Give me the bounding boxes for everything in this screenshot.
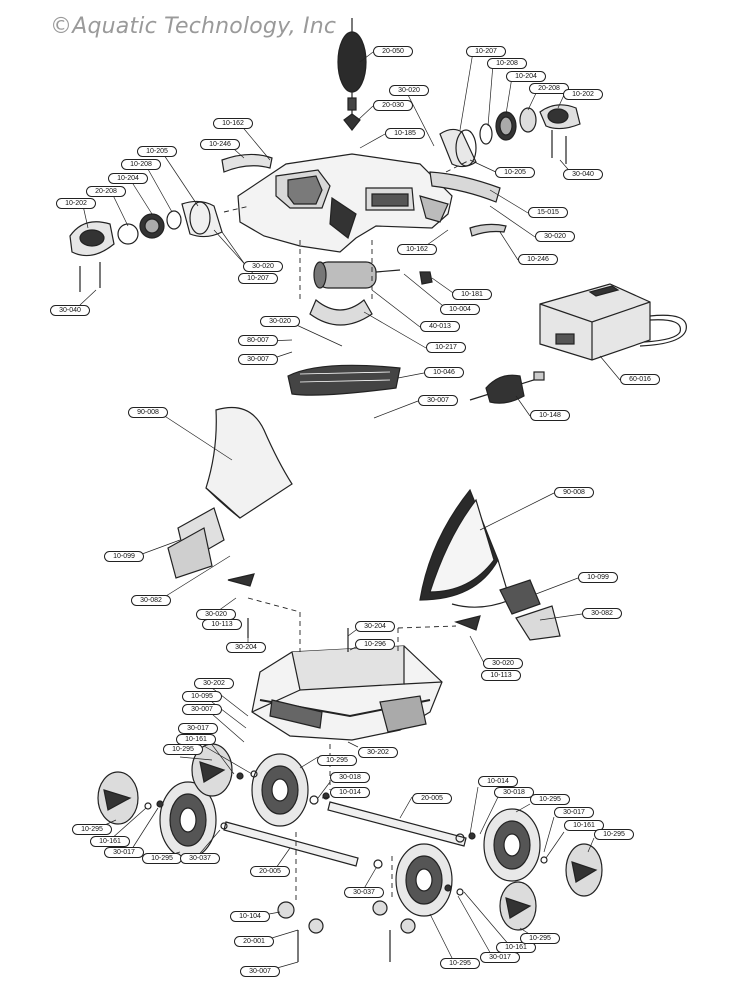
part-callout[interactable]: 10-204 [108, 173, 148, 184]
part-callout[interactable]: 10-162 [213, 118, 253, 129]
part-callout[interactable]: 10-161 [564, 820, 604, 831]
impeller-part [469, 371, 545, 404]
part-callout[interactable]: 10-295 [594, 829, 634, 840]
wheel-parts [97, 743, 603, 931]
copyright-watermark: ©Aquatic Technology, Inc [50, 14, 337, 39]
part-callout[interactable]: 10-295 [163, 744, 203, 755]
part-callout[interactable]: 10-181 [452, 289, 492, 300]
part-callout[interactable]: 30-017 [104, 847, 144, 858]
part-callout[interactable]: 10-205 [495, 167, 535, 178]
part-callout[interactable]: 20-030 [373, 100, 413, 111]
part-callout[interactable]: 10-099 [104, 551, 144, 562]
part-callout[interactable]: 10-246 [518, 254, 558, 265]
part-callout[interactable]: 30-020 [260, 316, 300, 327]
part-callout[interactable]: 40-013 [420, 321, 460, 332]
left-filter-bag-part [167, 406, 293, 579]
part-callout[interactable]: 30-082 [131, 595, 171, 606]
part-callout[interactable]: 20-001 [234, 936, 274, 947]
part-callout[interactable]: 30-040 [50, 305, 90, 316]
part-callout[interactable]: 30-020 [243, 261, 283, 272]
part-callout[interactable]: 30-017 [178, 723, 218, 734]
part-callout[interactable]: 10-295 [440, 958, 480, 969]
part-callout[interactable]: 30-020 [483, 658, 523, 669]
part-callout[interactable]: 10-185 [385, 128, 425, 139]
motor-part [309, 261, 433, 326]
part-callout[interactable]: 10-295 [72, 824, 112, 835]
part-callout[interactable]: 30-020 [535, 231, 575, 242]
chassis-part [251, 645, 443, 741]
part-callout[interactable]: 15-015 [528, 207, 568, 218]
part-callout[interactable]: 10-113 [202, 619, 242, 630]
part-callout[interactable]: 10-205 [137, 146, 177, 157]
top-cover-part [237, 153, 453, 253]
part-callout[interactable]: 30-082 [582, 608, 622, 619]
part-callout[interactable]: 10-207 [466, 46, 506, 57]
part-callout[interactable]: 60-016 [620, 374, 660, 385]
part-callout[interactable]: 30-007 [182, 704, 222, 715]
part-callout[interactable]: 10-095 [182, 691, 222, 702]
part-callout[interactable]: 30-202 [194, 678, 234, 689]
part-callout[interactable]: 80-007 [238, 335, 278, 346]
part-callout[interactable]: 10-162 [397, 244, 437, 255]
part-callout[interactable]: 30-017 [554, 807, 594, 818]
part-callout[interactable]: 20-208 [529, 83, 569, 94]
part-callout[interactable]: 30-202 [358, 747, 398, 758]
part-callout[interactable]: 10-295 [142, 853, 182, 864]
part-callout[interactable]: 20-005 [250, 866, 290, 877]
part-callout[interactable]: 30-204 [226, 642, 266, 653]
part-callout[interactable]: 30-037 [344, 887, 384, 898]
part-callout[interactable]: 10-004 [440, 304, 480, 315]
part-callout[interactable]: 10-014 [330, 787, 370, 798]
part-callout[interactable]: 30-204 [355, 621, 395, 632]
hardware-parts [79, 130, 567, 962]
float-part [337, 18, 367, 131]
part-callout[interactable]: 30-040 [563, 169, 603, 180]
part-callout[interactable]: 30-007 [238, 354, 278, 365]
part-callout[interactable]: 10-204 [506, 71, 546, 82]
part-callout[interactable]: 20-005 [412, 793, 452, 804]
part-callout[interactable]: 10-113 [481, 670, 521, 681]
right-top-nozzle-parts [439, 104, 581, 168]
part-callout[interactable]: 30-018 [494, 787, 534, 798]
right-filter-bag-part [419, 488, 561, 641]
part-callout[interactable]: 10-202 [56, 198, 96, 209]
part-callout[interactable]: 10-295 [530, 794, 570, 805]
part-callout[interactable]: 10-202 [563, 89, 603, 100]
part-callout[interactable]: 10-295 [520, 933, 560, 944]
part-callout[interactable]: 10-161 [90, 836, 130, 847]
part-callout[interactable]: 10-207 [238, 273, 278, 284]
part-callout[interactable]: 10-208 [487, 58, 527, 69]
part-callout[interactable]: 90-008 [554, 487, 594, 498]
power-supply-part [539, 283, 687, 361]
part-callout[interactable]: 10-099 [578, 572, 618, 583]
part-callout[interactable]: 20-050 [373, 46, 413, 57]
part-callout[interactable]: 10-246 [200, 139, 240, 150]
assembly-guide-lines [223, 159, 471, 900]
part-callout[interactable]: 10-295 [317, 755, 357, 766]
part-callout[interactable]: 10-104 [230, 911, 270, 922]
part-callout[interactable]: 10-161 [496, 942, 536, 953]
left-top-nozzle-parts [69, 200, 223, 257]
axle-parts [223, 801, 467, 867]
part-callout[interactable]: 10-217 [426, 342, 466, 353]
part-callout[interactable]: 10-148 [530, 410, 570, 421]
part-callout[interactable]: 10-208 [121, 159, 161, 170]
part-callout[interactable]: 10-046 [424, 367, 464, 378]
part-callout[interactable]: 30-020 [389, 85, 429, 96]
handle-parts [221, 153, 507, 237]
part-callout[interactable]: 30-007 [418, 395, 458, 406]
part-callout[interactable]: 10-014 [478, 776, 518, 787]
part-callout[interactable]: 90-008 [128, 407, 168, 418]
part-callout[interactable]: 10-296 [355, 639, 395, 650]
part-callout[interactable]: 30-018 [330, 772, 370, 783]
part-callout[interactable]: 30-007 [240, 966, 280, 977]
part-callout[interactable]: 30-017 [480, 952, 520, 963]
filter-tray-part [287, 364, 401, 396]
part-callout[interactable]: 20-208 [86, 186, 126, 197]
part-callout[interactable]: 30-037 [180, 853, 220, 864]
leader-lines [79, 51, 621, 971]
